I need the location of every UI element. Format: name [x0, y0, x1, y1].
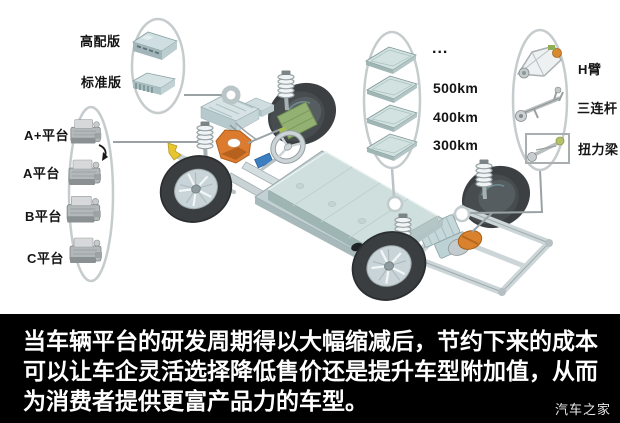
swap-arrow-icon [98, 144, 108, 161]
label-platform-b: B平台 [25, 209, 62, 224]
battery-stack-ellipse [362, 30, 422, 170]
front-left-spring [195, 119, 215, 163]
label-ecu-high-spec: 高配版 [80, 34, 121, 49]
control-unit-box [200, 94, 260, 133]
torsion-beam-frame [525, 133, 570, 164]
label-range-300km: 300km [433, 137, 479, 153]
half-shaft-rear [471, 212, 493, 233]
label-three-link: 三连杆 [577, 101, 618, 116]
ecu-standard-icon [131, 72, 177, 95]
steering-wheel [270, 130, 306, 164]
blue-component [254, 152, 274, 169]
h-arm-icon [517, 45, 562, 79]
label-ecu-standard: 标准版 [81, 75, 122, 90]
front-motor [215, 129, 252, 164]
label-h-arm: H臂 [578, 62, 602, 77]
caption-line-3: 为消费者提供更富产品力的车型。 [23, 388, 368, 414]
ecu-ellipse [130, 17, 186, 115]
engine-a-plus-icon [70, 119, 102, 144]
watermark-autohome: 汽车之家 [554, 402, 611, 417]
ecu-high-spec-icon [132, 31, 178, 60]
ring-marker-control-unit [221, 85, 241, 105]
battery-slab-stack [365, 46, 418, 162]
label-platform-c: C平台 [27, 251, 64, 266]
label-platform-a: A平台 [23, 166, 60, 181]
rear-motor [447, 230, 483, 256]
label-torsion-beam: 扭力梁 [578, 142, 619, 157]
label-range-500km: 500km [433, 80, 479, 96]
label-range-400km: 400km [433, 109, 479, 125]
engine-a-icon [68, 159, 102, 186]
engine-c-icon [69, 237, 103, 264]
caption-bar: 当车辆平台的研发周期得以大幅缩减后，节约下来的成本 可以让车企灵活选择降低售价还… [0, 314, 620, 423]
yellow-tow-hook [167, 142, 182, 161]
caption-line-2: 可以让车企灵活选择降低售价还是提升车型附加值，从而 [23, 358, 598, 384]
platform-ellipse [67, 105, 115, 283]
caption-line-1: 当车辆平台的研发周期得以大幅缩减后，节约下来的成本 [23, 328, 598, 354]
ring-marker-battery [386, 195, 404, 213]
torsion-beam-icon [527, 136, 565, 162]
three-link-icon [515, 86, 564, 122]
label-platform-a-plus: A+平台 [24, 128, 69, 143]
callout-lines [113, 94, 544, 214]
rear-right-wheel [450, 153, 542, 241]
suspension-ellipse [511, 28, 569, 172]
ring-marker-rear-axle [453, 205, 471, 223]
chassis-diagram-illustration [66, 17, 570, 314]
engine-b-icon [66, 195, 102, 224]
highlight-ellipses [67, 17, 569, 283]
label-range-more: ... [432, 40, 449, 57]
